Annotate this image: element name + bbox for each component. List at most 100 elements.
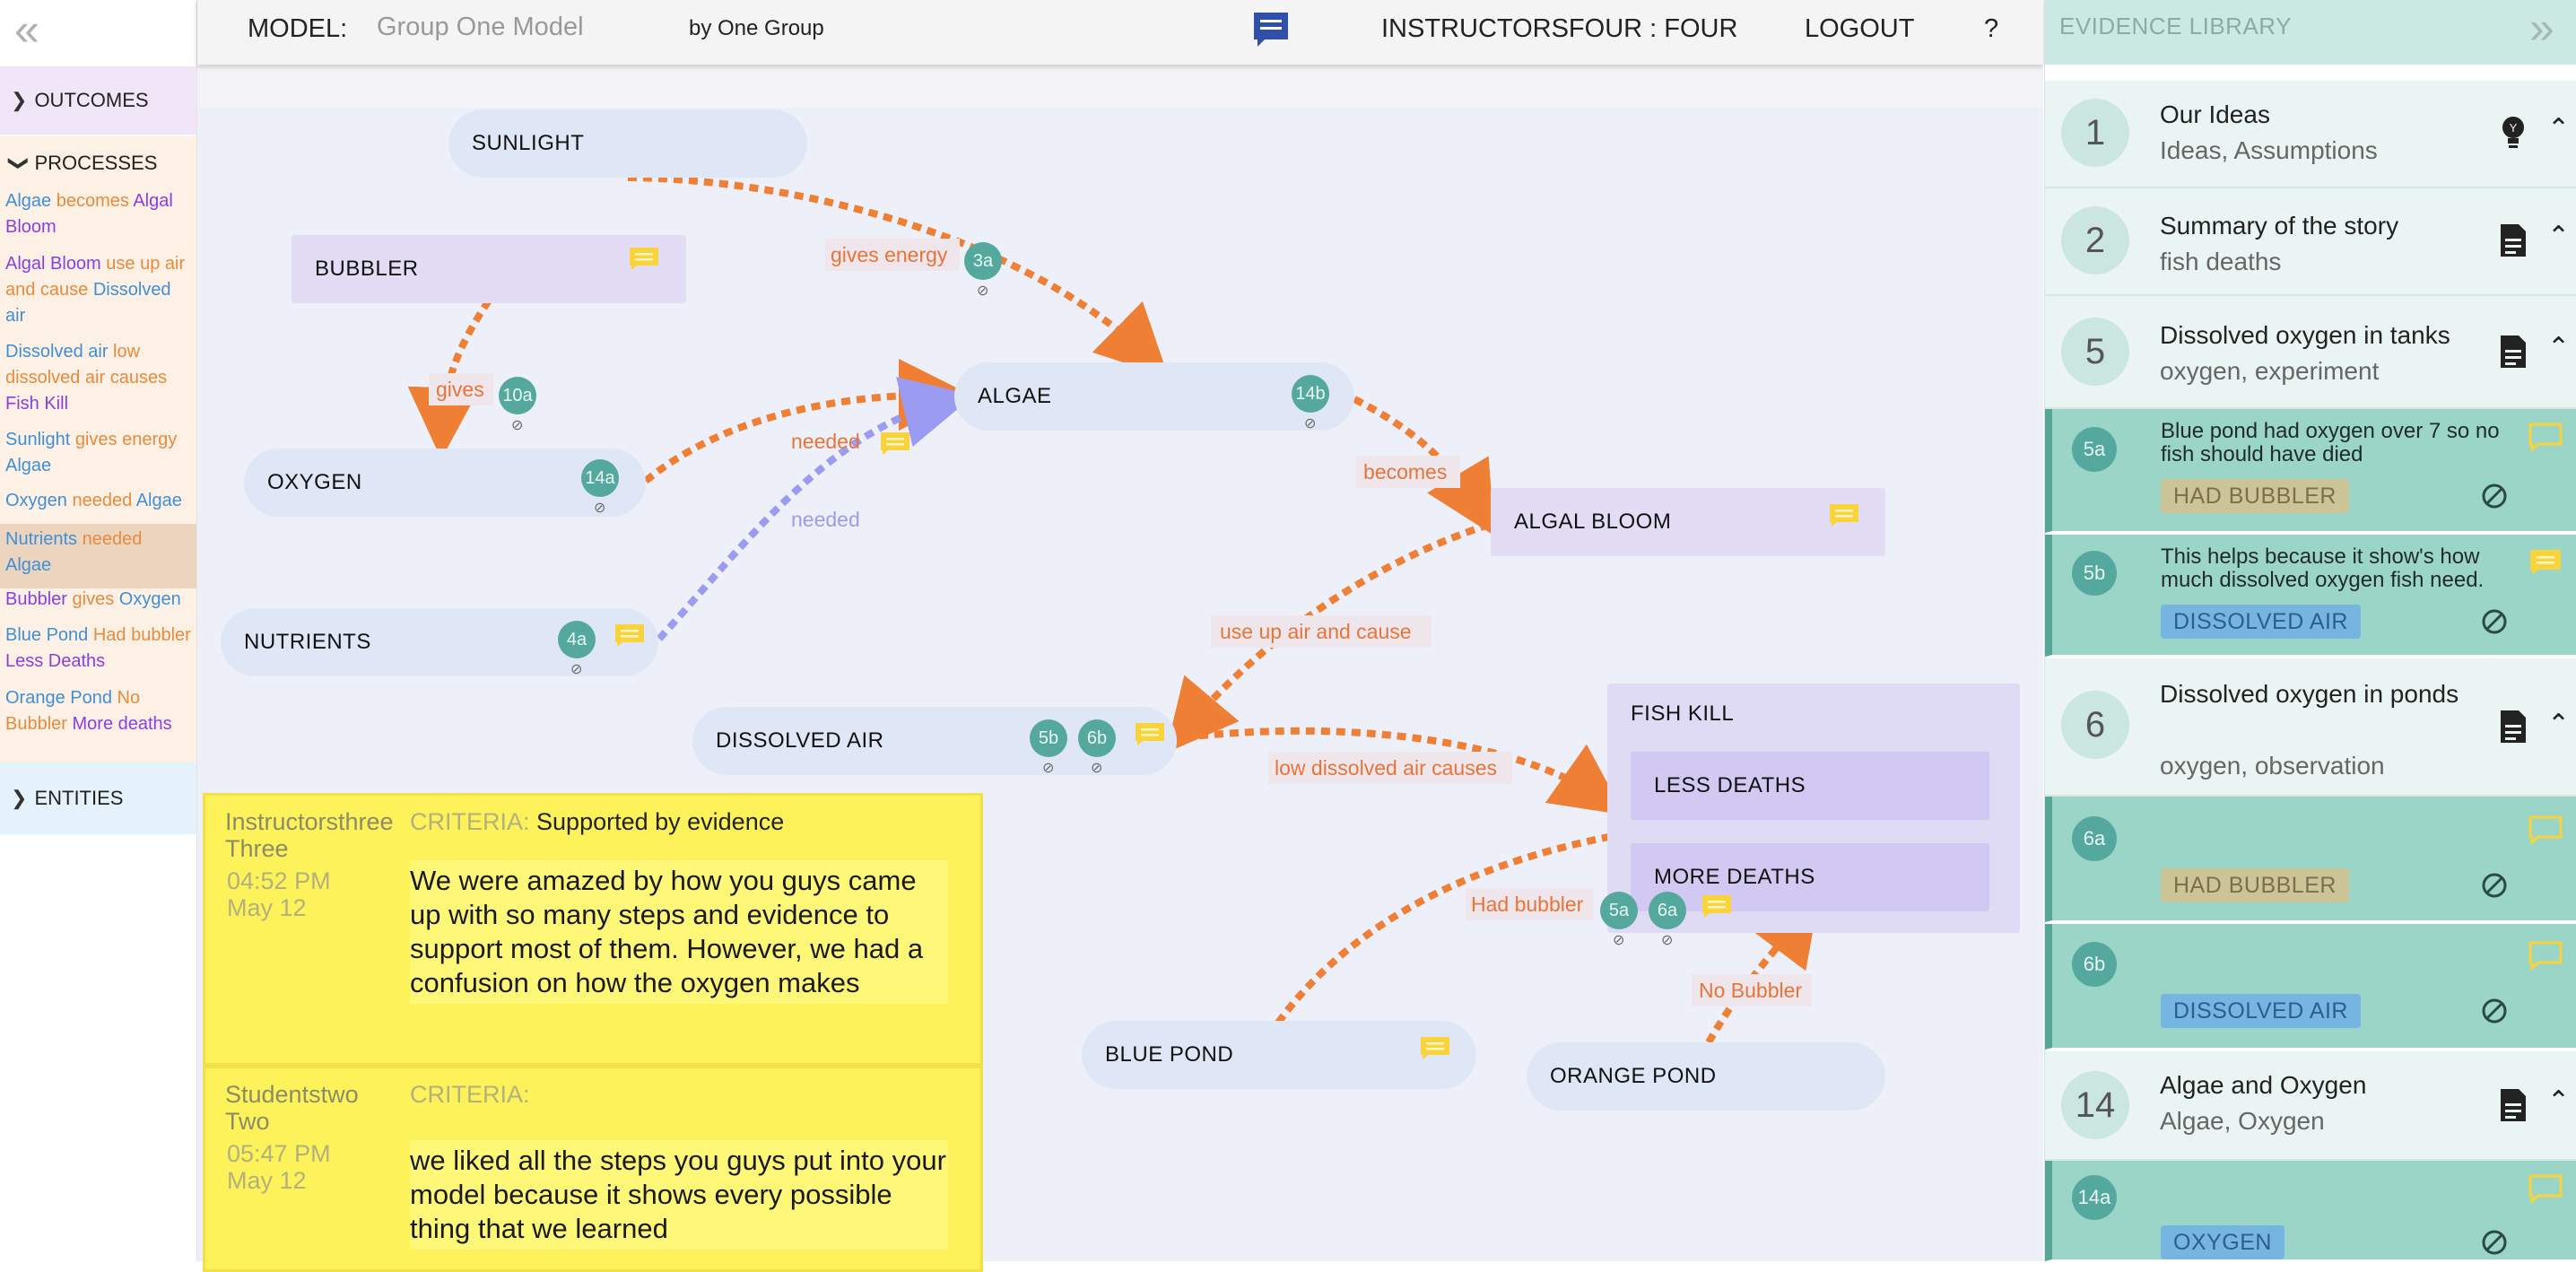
outcomes-label: OUTCOMES xyxy=(34,89,149,111)
evidence-badge[interactable]: 5a xyxy=(1600,892,1638,929)
comment-icon[interactable] xyxy=(1419,1035,1451,1060)
process-item[interactable]: Orange Pond No Bubbler More deaths xyxy=(5,688,172,734)
node-dissolved-air[interactable]: DISSOLVED AIR xyxy=(692,707,1177,775)
node-bubbler[interactable]: BUBBLER xyxy=(292,235,686,303)
evidence-badge[interactable]: 10a xyxy=(499,377,536,414)
comment-outline-icon[interactable] xyxy=(2528,1173,2563,1204)
chevron-up-icon[interactable]: ⌃ xyxy=(2547,114,2571,144)
model-label: MODEL: xyxy=(248,14,348,43)
document-icon xyxy=(2501,335,2526,368)
link-bluepond-lessdeaths xyxy=(1275,781,1827,1025)
comment-time: 04:52 PM xyxy=(227,867,331,894)
unlink-icon[interactable]: ⊘ xyxy=(1091,761,1103,776)
comment-outline-icon[interactable] xyxy=(2528,422,2563,452)
comment-outline-icon[interactable] xyxy=(2528,940,2563,971)
evidence-card[interactable]: 5a Blue pond had oxygen over 7 so no fis… xyxy=(2045,409,2576,533)
evidence-item[interactable]: 14 Algae and Oxygen Algae, Oxygen ⌃ xyxy=(2045,1051,2576,1161)
process-item[interactable]: Sunlight gives energy Algae xyxy=(5,430,178,475)
evidence-item[interactable]: 5 Dissolved oxygen in tanks oxygen, expe… xyxy=(2045,296,2576,409)
model-name-field[interactable]: Group One Model xyxy=(377,13,584,41)
node-algal-bloom[interactable]: ALGAL BLOOM xyxy=(1491,488,1885,556)
node-less-deaths[interactable]: LESS DEATHS xyxy=(1631,752,1989,820)
evidence-card[interactable]: 6a HAD BUBBLER xyxy=(2045,797,2576,922)
chat-icon[interactable] xyxy=(1252,11,1290,48)
node-oxygen[interactable]: OXYGEN xyxy=(244,449,646,517)
evidence-badge[interactable]: 4a xyxy=(558,621,596,658)
comment-icon[interactable] xyxy=(1828,502,1860,527)
unlink-icon[interactable]: ⊘ xyxy=(1042,761,1055,776)
comment-date: May 12 xyxy=(227,1167,307,1194)
comment-criteria: CRITERIA: xyxy=(410,1081,530,1108)
logout-button[interactable]: LOGOUT xyxy=(1805,14,1915,43)
unlink-icon[interactable]: ⊘ xyxy=(1613,933,1625,948)
node-orange-pond[interactable]: ORANGE POND xyxy=(1527,1042,1885,1111)
user-name[interactable]: INSTRUCTORSFOUR : FOUR xyxy=(1381,14,1738,43)
evidence-link-tag[interactable]: DISSOLVED AIR xyxy=(2161,994,2361,1028)
process-item[interactable]: Algal Bloom use up air and cause Dissolv… xyxy=(5,254,186,326)
process-item[interactable]: Dissolved air low dissolved air causes F… xyxy=(5,342,168,414)
evidence-item[interactable]: 6 Dissolved oxygen in ponds oxygen, obse… xyxy=(2045,658,2576,797)
unlink-icon[interactable] xyxy=(2481,1229,2508,1256)
evidence-badge[interactable]: 5b xyxy=(1030,719,1067,757)
comment-icon[interactable] xyxy=(1134,721,1166,746)
left-sidebar: « ❯ OUTCOMES ❯ PROCESSES Algae becomes A… xyxy=(0,0,197,1261)
evidence-badge[interactable]: 14b xyxy=(1292,375,1329,413)
node-nutrients[interactable]: NUTRIENTS xyxy=(221,608,658,676)
collapse-left-icon[interactable]: « xyxy=(14,4,39,55)
evidence-title: Our Ideas xyxy=(2160,100,2270,128)
unlink-icon[interactable] xyxy=(2481,483,2508,510)
unlink-icon[interactable]: ⊘ xyxy=(511,418,524,433)
unlink-icon[interactable]: ⊘ xyxy=(977,283,989,299)
evidence-link-tag[interactable]: HAD BUBBLER xyxy=(2161,479,2349,513)
comment-filled-icon[interactable] xyxy=(2528,547,2563,578)
collapse-right-icon[interactable]: » xyxy=(2529,3,2554,53)
chevron-up-icon[interactable]: ⌃ xyxy=(2547,710,2571,739)
entities-section[interactable]: ❯ ENTITIES xyxy=(0,762,196,834)
process-item-selected[interactable]: Nutrients needed Algae xyxy=(0,524,196,588)
comment-outline-icon[interactable] xyxy=(2528,815,2563,845)
document-icon xyxy=(2501,710,2526,743)
node-blue-pond[interactable]: BLUE POND xyxy=(1082,1021,1476,1089)
unlink-icon[interactable]: ⊘ xyxy=(594,501,606,516)
link-bloom-dissolved xyxy=(1165,521,1491,754)
chevron-up-icon[interactable]: ⌃ xyxy=(2547,1086,2571,1116)
process-item[interactable]: Algae becomes Algal Bloom xyxy=(5,191,173,237)
evidence-card[interactable]: 6b DISSOLVED AIR xyxy=(2045,924,2576,1050)
comment-icon[interactable] xyxy=(628,246,660,271)
process-item[interactable]: Oxygen needed Algae xyxy=(5,491,182,510)
comment-icon[interactable] xyxy=(879,431,911,456)
entities-label: ENTITIES xyxy=(34,787,124,809)
node-sunlight[interactable]: SUNLIGHT xyxy=(448,109,807,178)
evidence-link-tag[interactable]: HAD BUBBLER xyxy=(2161,868,2349,902)
chevron-up-icon[interactable]: ⌃ xyxy=(2547,222,2571,251)
evidence-badge[interactable]: 14a xyxy=(581,459,619,497)
unlink-icon[interactable] xyxy=(2481,608,2508,635)
evidence-badge[interactable]: 3a xyxy=(964,242,1002,280)
node-algae[interactable]: ALGAE xyxy=(954,362,1354,431)
processes-section[interactable]: ❯ PROCESSES xyxy=(0,136,196,190)
unlink-icon[interactable]: ⊘ xyxy=(1304,416,1317,431)
comment-card[interactable]: Studentstwo Two 05:47 PM May 12 CRITERIA… xyxy=(203,1066,983,1272)
evidence-card[interactable]: 5b This helps because it show's how much… xyxy=(2045,535,2576,657)
evidence-item[interactable]: 1 Our Ideas Ideas, Assumptions Y ⌃ xyxy=(2045,81,2576,188)
chevron-up-icon[interactable]: ⌃ xyxy=(2547,333,2571,362)
evidence-item[interactable]: 2 Summary of the story fish deaths ⌃ xyxy=(2045,188,2576,296)
unlink-icon[interactable] xyxy=(2481,998,2508,1024)
unlink-icon[interactable] xyxy=(2481,872,2508,899)
comment-icon[interactable] xyxy=(614,623,646,648)
evidence-badge[interactable]: 6a xyxy=(1649,892,1686,929)
unlink-icon[interactable]: ⊘ xyxy=(1661,933,1674,948)
node-more-deaths[interactable]: MORE DEATHS xyxy=(1631,843,1989,911)
help-button[interactable]: ? xyxy=(1984,14,1999,43)
evidence-badge[interactable]: 6b xyxy=(1078,719,1116,757)
comment-card[interactable]: Instructorsthree Three 04:52 PM May 12 C… xyxy=(203,793,983,1066)
evidence-tags: oxygen, observation xyxy=(2160,752,2385,780)
process-item[interactable]: Bubbler gives Oxygen xyxy=(5,589,181,609)
unlink-icon[interactable]: ⊘ xyxy=(570,662,583,677)
evidence-card[interactable]: 14a OXYGEN xyxy=(2045,1161,2576,1261)
process-item[interactable]: Blue Pond Had bubbler Less Deaths xyxy=(5,625,191,671)
evidence-link-tag[interactable]: DISSOLVED AIR xyxy=(2161,605,2361,639)
outcomes-section[interactable]: ❯ OUTCOMES xyxy=(0,66,196,135)
evidence-link-tag[interactable]: OXYGEN xyxy=(2161,1225,2284,1259)
comment-icon[interactable] xyxy=(1701,893,1733,919)
